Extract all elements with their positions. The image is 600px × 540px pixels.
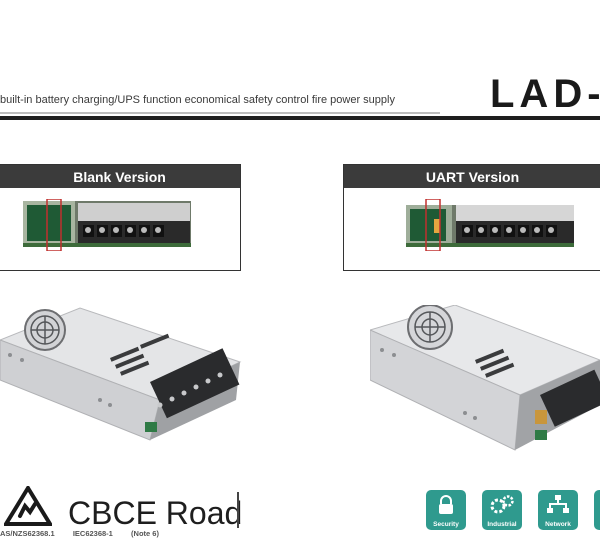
cert-standards: AS/NZS62368.1 IEC62368-1 (Note 6)	[0, 529, 159, 538]
header-divider-thin	[0, 112, 440, 114]
brand-watermark-text: CBCE Road	[68, 495, 243, 531]
gears-icon	[490, 495, 514, 514]
footer-divider	[237, 492, 239, 528]
product-subtitle: built-in battery charging/UPS function e…	[0, 94, 395, 106]
blank-version-header: Blank Version	[0, 165, 240, 188]
network-icon	[547, 495, 569, 513]
uart-version-header: UART Version	[344, 165, 600, 188]
badge-label: Industrial	[487, 521, 517, 528]
badge-label: Security	[433, 521, 459, 528]
network-badge: Network	[538, 490, 578, 530]
blank-version-panel: Blank Version	[0, 164, 241, 271]
psu-product-image-left	[0, 307, 242, 441]
cert-standard: AS/NZS62368.1	[0, 529, 55, 538]
product-title: LAD-(	[490, 72, 600, 116]
psu-product-image-right	[370, 305, 600, 451]
cert-standard: (Note 6)	[131, 529, 159, 538]
uart-version-board-image	[406, 199, 574, 251]
industrial-badge: Industrial	[482, 490, 522, 530]
cert-standard: IEC62368-1	[72, 529, 113, 538]
partial-badge	[594, 490, 600, 530]
rcm-certification-icon	[4, 486, 52, 526]
uart-version-panel: UART Version	[343, 164, 600, 271]
blank-version-board-image	[23, 199, 191, 251]
security-badge: Security	[426, 490, 466, 530]
badge-label: Network	[545, 521, 571, 528]
header-divider-thick	[0, 116, 600, 120]
lock-icon	[439, 495, 453, 514]
